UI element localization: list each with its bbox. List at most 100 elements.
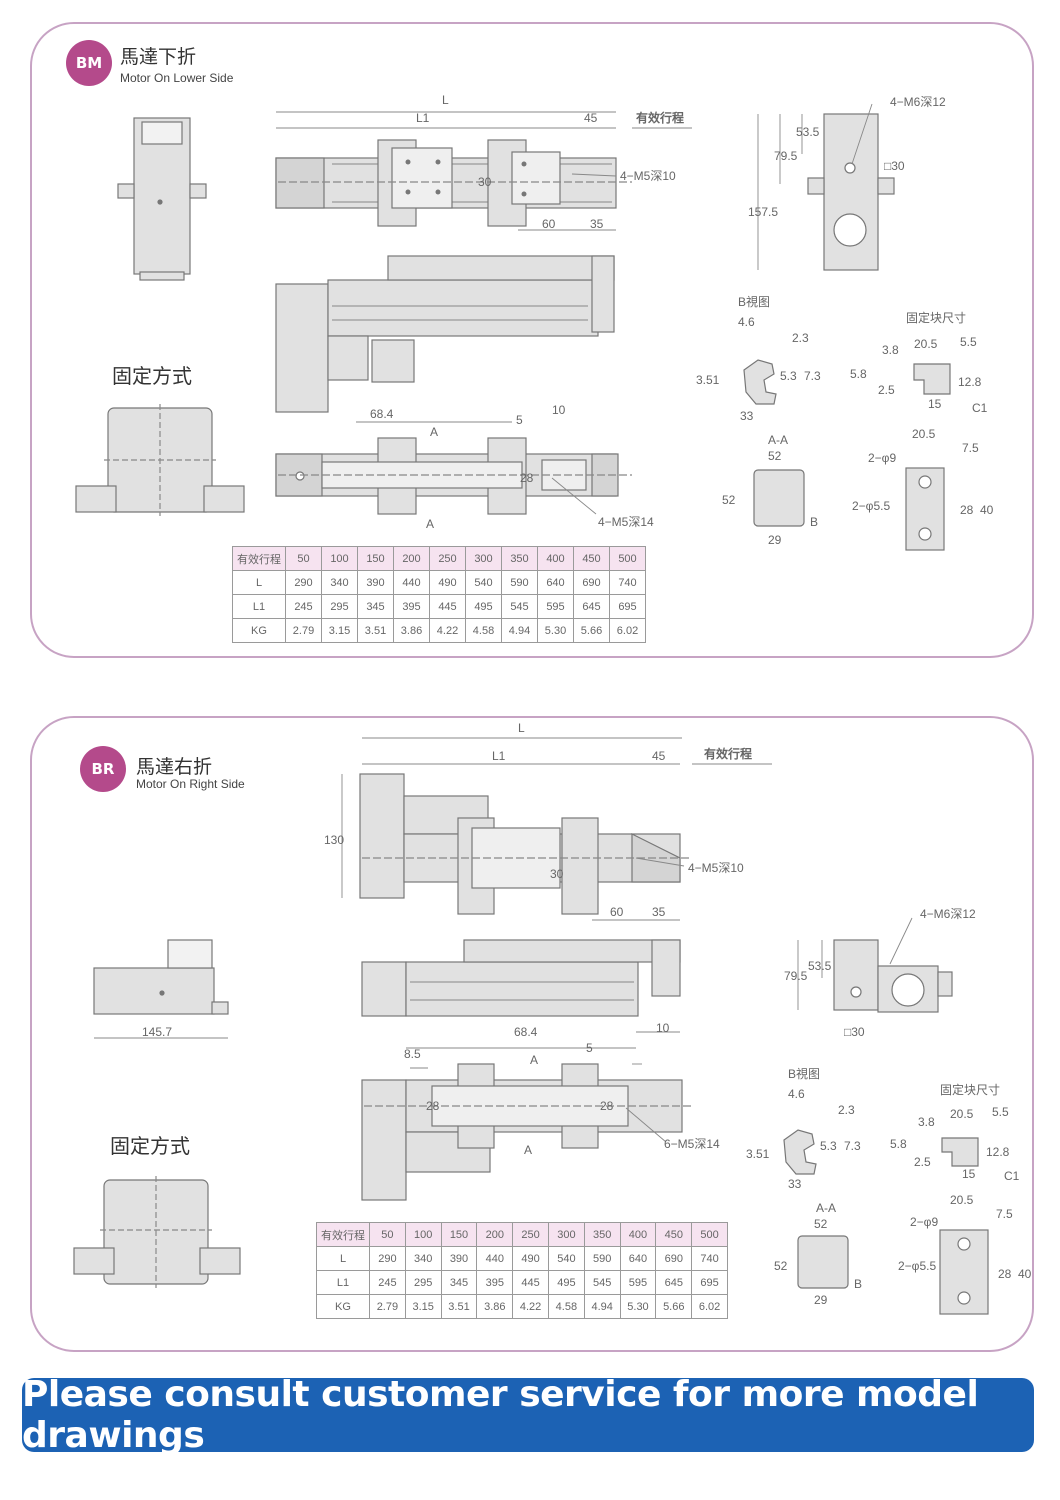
- side-view: [361, 939, 681, 1017]
- dim-l: L: [442, 93, 449, 107]
- dim-m5-14: 6−M5深14: [664, 1137, 720, 1151]
- dim-28-left: 28: [426, 1099, 440, 1113]
- h-phi5-5: 2−φ5.5: [852, 499, 890, 513]
- section-a-top: A: [530, 1053, 538, 1067]
- a-52-side: 52: [722, 493, 736, 507]
- dim-35: 35: [590, 217, 604, 231]
- k-12-8: 12.8: [958, 375, 982, 389]
- k-5-5: 5.5: [992, 1105, 1009, 1119]
- dim-28: 28: [520, 471, 534, 485]
- h-phi9: 2−φ9: [868, 451, 896, 465]
- bottom-view: [361, 1063, 683, 1201]
- h-7-5: 7.5: [962, 441, 979, 455]
- b-7-3: 7.3: [804, 369, 821, 383]
- k-c1: C1: [972, 401, 988, 415]
- dim-5: 5: [516, 413, 523, 427]
- dim-m6-12: 4−M6深12: [920, 907, 976, 921]
- b-view-profile: [783, 1129, 817, 1175]
- panel-motor-lower-side: BM 馬達下折 Motor On Lower Side 固定方式: [30, 22, 1034, 658]
- dim-l1: L1: [492, 749, 506, 763]
- fixing-block: [913, 363, 951, 395]
- block-title: 固定块尺寸: [906, 310, 966, 325]
- k-2-5: 2.5: [878, 383, 895, 397]
- dim-79-5: 79.5: [784, 969, 808, 983]
- b-view-label: B視图: [788, 1066, 820, 1081]
- aa-label: A-A: [768, 433, 788, 447]
- h-7-5: 7.5: [996, 1207, 1013, 1221]
- section-a-bottom: A: [426, 517, 434, 531]
- technical-drawing: L L1 45 有效行程 130 30 4−M5深10 60 35 145.7 …: [73, 721, 1032, 1315]
- k-15: 15: [928, 397, 942, 411]
- dim-sq30: □30: [884, 159, 905, 173]
- mount-caption: 固定方式: [112, 364, 192, 388]
- a-29: 29: [768, 533, 782, 547]
- section-a-bottom: A: [524, 1143, 532, 1157]
- badge-br: BR: [80, 746, 126, 792]
- k-20-5: 20.5: [914, 337, 938, 351]
- a-29: 29: [814, 1293, 828, 1307]
- h-phi9: 2−φ9: [910, 1215, 938, 1229]
- dim-m5-14: 4−M5深14: [598, 515, 654, 529]
- k-5-5: 5.5: [960, 335, 977, 349]
- top-view: [359, 773, 681, 915]
- aa-section: [797, 1235, 849, 1289]
- h-28: 28: [998, 1267, 1012, 1281]
- hole-plate: [939, 1229, 989, 1315]
- dim-28-right: 28: [600, 1099, 614, 1113]
- mount-profile: [75, 404, 245, 516]
- dim-stroke: 有效行程: [636, 110, 684, 125]
- a-52-side: 52: [774, 1259, 788, 1273]
- b-4-6: 4.6: [738, 315, 755, 329]
- k-3-8: 3.8: [918, 1115, 935, 1129]
- h-28: 28: [960, 503, 974, 517]
- dim-68-4: 68.4: [514, 1025, 538, 1039]
- a-52: 52: [814, 1217, 828, 1231]
- k-3-8: 3.8: [882, 343, 899, 357]
- h-phi5-5: 2−φ5.5: [898, 1259, 936, 1273]
- h-20-5: 20.5: [950, 1193, 974, 1207]
- k-2-5: 2.5: [914, 1155, 931, 1169]
- dim-m5-10: 4−M5深10: [620, 169, 676, 183]
- block-title: 固定块尺寸: [940, 1082, 1000, 1097]
- fixing-block: [941, 1137, 979, 1167]
- consult-banner[interactable]: Please consult customer service for more…: [22, 1374, 1034, 1456]
- k-12-8: 12.8: [986, 1145, 1010, 1159]
- dim-157-5: 157.5: [748, 205, 778, 219]
- k-15: 15: [962, 1167, 976, 1181]
- panel-subtitle: Motor On Lower Side: [120, 71, 234, 85]
- panel-title: 馬達下折: [120, 46, 197, 68]
- panel-subtitle: Motor On Right Side: [136, 777, 245, 791]
- dim-10: 10: [656, 1021, 670, 1035]
- dim-130: 130: [324, 833, 344, 847]
- badge-bm: BM: [66, 40, 112, 86]
- top-view: [275, 139, 617, 227]
- dim-l: L: [518, 721, 525, 735]
- b-3-51: 3.51: [746, 1147, 770, 1161]
- mount-caption: 固定方式: [110, 1134, 190, 1158]
- dim-10: 10: [552, 403, 566, 417]
- k-5-8: 5.8: [890, 1137, 907, 1151]
- b-2-3: 2.3: [838, 1103, 855, 1117]
- h-40: 40: [980, 503, 994, 517]
- dim-68-4: 68.4: [370, 407, 394, 421]
- end-view: [117, 117, 207, 281]
- b-4-6: 4.6: [788, 1087, 805, 1101]
- technical-drawing: L L1 45 有效行程 30 4−M5深10 60 35 68.4 5 10 …: [75, 93, 994, 551]
- side-view: [275, 255, 615, 413]
- dim-35: 35: [652, 905, 666, 919]
- dim-30: 30: [550, 867, 564, 881]
- dim-5: 5: [586, 1041, 593, 1055]
- mount-profile: [73, 1176, 241, 1288]
- dim-45: 45: [652, 749, 666, 763]
- k-c1: C1: [1004, 1169, 1020, 1183]
- dim-53-5: 53.5: [808, 959, 832, 973]
- b-3-51: 3.51: [696, 373, 720, 387]
- b-view-profile: [743, 359, 777, 405]
- right-end-view: [807, 113, 895, 271]
